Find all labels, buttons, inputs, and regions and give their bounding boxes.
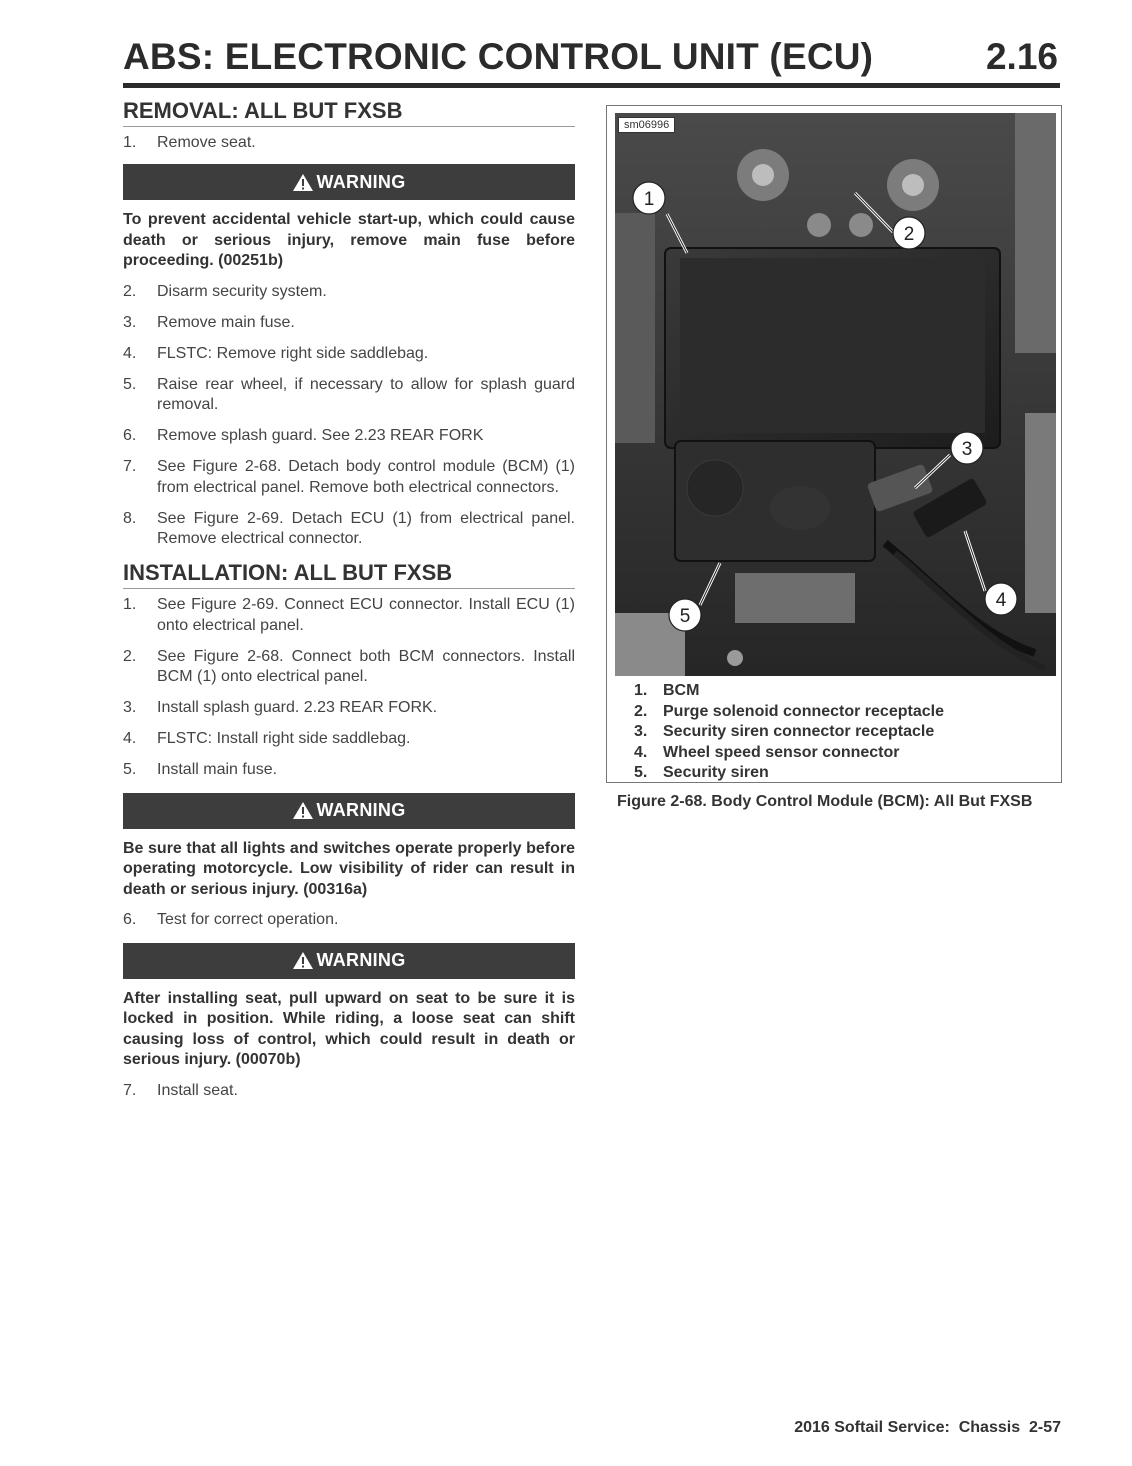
- callout-overlay: [665, 191, 987, 606]
- figure-legend: 1. BCM 2. Purge solenoid connector recep…: [634, 681, 944, 784]
- step-text: Install splash guard. 2.23 REAR FORK.: [157, 699, 438, 716]
- callout-label: 1: [644, 189, 655, 210]
- step-text: See Figure 2-69. Detach ECU (1) from ele…: [157, 509, 575, 548]
- installation-step: 7. Install seat.: [123, 1081, 575, 1102]
- installation-step: 1. See Figure 2-69. Connect ECU connecto…: [123, 595, 575, 636]
- step-number: 4.: [123, 730, 137, 747]
- installation-step: 6. Test for correct operation.: [123, 910, 575, 931]
- procedure-column: REMOVAL: ALL BUT FXSB 1. Remove seat. WA…: [123, 98, 575, 1112]
- step-number: 3.: [123, 313, 137, 331]
- step-text: Install main fuse.: [157, 761, 278, 778]
- removal-step: 8. See Figure 2-69. Detach ECU (1) from …: [123, 509, 575, 550]
- step-number: 7.: [123, 1081, 137, 1099]
- step-number: 5.: [123, 375, 137, 393]
- bcm-photo: sm06996 1 2 3: [615, 113, 1056, 676]
- warning-text: After installing seat, pull upward on se…: [123, 989, 575, 1069]
- step-number: 3.: [123, 699, 137, 716]
- warning-text: To prevent accidental vehicle start-up, …: [123, 211, 575, 269]
- installation-step: 5. Install main fuse.: [123, 760, 575, 781]
- step-number: 8.: [123, 509, 137, 527]
- removal-step: 4. FLSTC: Remove right side saddlebag.: [123, 344, 575, 365]
- step-number: 6.: [123, 911, 137, 928]
- removal-step: 6. Remove splash guard. See 2.23 REAR FO…: [123, 426, 575, 447]
- step-number: 1.: [123, 134, 137, 151]
- installation-step: 3. Install splash guard. 2.23 REAR FORK.: [123, 698, 575, 719]
- figure-image-id: sm06996: [618, 117, 676, 133]
- step-number: 1.: [123, 596, 137, 613]
- warning-banner: WARNING: [123, 942, 575, 979]
- step-text: Remove splash guard. See 2.23 REAR FORK: [157, 427, 484, 444]
- figure-2-68: sm06996 1 2 3: [606, 105, 1062, 783]
- installation-heading: INSTALLATION: ALL BUT FXSB: [123, 560, 575, 589]
- legend-item: 3. Security siren connector receptacle: [634, 722, 944, 743]
- step-number: 4.: [123, 344, 137, 362]
- warning-label: WARNING: [316, 950, 406, 970]
- legend-text: Security siren connector receptacle: [663, 723, 935, 740]
- header-rule: [123, 83, 1060, 88]
- legend-number: 3.: [634, 723, 648, 740]
- warning-triangle-icon: [293, 802, 314, 819]
- step-text: Disarm security system.: [157, 282, 327, 300]
- step-text: FLSTC: Remove right side saddlebag.: [157, 344, 429, 362]
- callout-1: 1: [632, 181, 666, 215]
- step-text: Install seat.: [157, 1081, 238, 1099]
- callout-4: 4: [984, 582, 1018, 616]
- step-text: See Figure 2-68. Detach body control mod…: [157, 458, 575, 496]
- step-text: Remove seat.: [157, 134, 256, 151]
- legend-item: 2. Purge solenoid connector receptacle: [634, 702, 944, 723]
- step-number: 5.: [123, 761, 137, 778]
- legend-number: 5.: [634, 764, 648, 781]
- legend-text: Wheel speed sensor connector: [663, 743, 900, 761]
- bcm-photo-illustration: [615, 113, 1056, 676]
- installation-step: 4. FLSTC: Install right side saddlebag.: [123, 729, 575, 750]
- removal-step: 7. See Figure 2-68. Detach body control …: [123, 457, 575, 498]
- warning-label: WARNING: [316, 171, 406, 192]
- removal-step: 2. Disarm security system.: [123, 282, 575, 303]
- removal-heading: REMOVAL: ALL BUT FXSB: [123, 98, 575, 127]
- callout-label: 2: [904, 224, 915, 245]
- removal-step: 5. Raise rear wheel, if necessary to all…: [123, 375, 575, 416]
- warning-label: WARNING: [316, 800, 406, 820]
- section-number: 2.16: [985, 36, 1058, 77]
- step-text: FLSTC: Install right side saddlebag.: [157, 730, 411, 747]
- step-number: 2.: [123, 282, 137, 300]
- warning-triangle-icon: [293, 173, 314, 191]
- legend-item: 4. Wheel speed sensor connector: [634, 743, 944, 764]
- legend-item: 5. Security siren: [634, 763, 944, 784]
- step-number: 7.: [123, 458, 137, 475]
- figure-caption: Figure 2-68. Body Control Module (BCM): …: [617, 793, 1033, 810]
- legend-text: Security siren: [663, 764, 769, 781]
- legend-text: Purge solenoid connector receptacle: [663, 702, 944, 720]
- warning-banner: WARNING: [123, 792, 575, 829]
- callout-label: 3: [962, 439, 973, 460]
- step-text: Raise rear wheel, if necessary to allow …: [157, 375, 575, 414]
- step-number: 6.: [123, 427, 137, 444]
- warning-text: Be sure that all lights and switches ope…: [123, 839, 575, 898]
- warning-banner: WARNING: [123, 164, 575, 200]
- callout-2: 2: [892, 216, 926, 250]
- step-text: See Figure 2-68. Connect both BCM connec…: [157, 647, 575, 686]
- legend-item: 1. BCM: [634, 681, 944, 702]
- removal-step: 3. Remove main fuse.: [123, 313, 575, 334]
- page-footer: 2016 Softail Service: Chassis 2-57: [794, 1419, 1061, 1436]
- callout-label: 5: [680, 606, 691, 627]
- callout-markers: 1 2 3 4 5: [632, 181, 1018, 632]
- step-text: Test for correct operation.: [157, 911, 339, 928]
- legend-text: BCM: [663, 682, 700, 699]
- warning-triangle-icon: [293, 952, 314, 969]
- page-title: ABS: ELECTRONIC CONTROL UNIT (ECU): [123, 36, 874, 77]
- step-text: See Figure 2-69. Connect ECU connector. …: [157, 596, 575, 634]
- installation-step: 2. See Figure 2-68. Connect both BCM con…: [123, 647, 575, 688]
- callout-3: 3: [950, 431, 984, 465]
- callout-label: 4: [996, 590, 1007, 611]
- legend-number: 2.: [634, 702, 648, 720]
- legend-number: 4.: [634, 743, 648, 761]
- step-number: 2.: [123, 647, 137, 665]
- legend-number: 1.: [634, 682, 648, 699]
- step-text: Remove main fuse.: [157, 313, 295, 331]
- removal-step: 1. Remove seat.: [123, 133, 575, 154]
- callout-5: 5: [668, 598, 702, 632]
